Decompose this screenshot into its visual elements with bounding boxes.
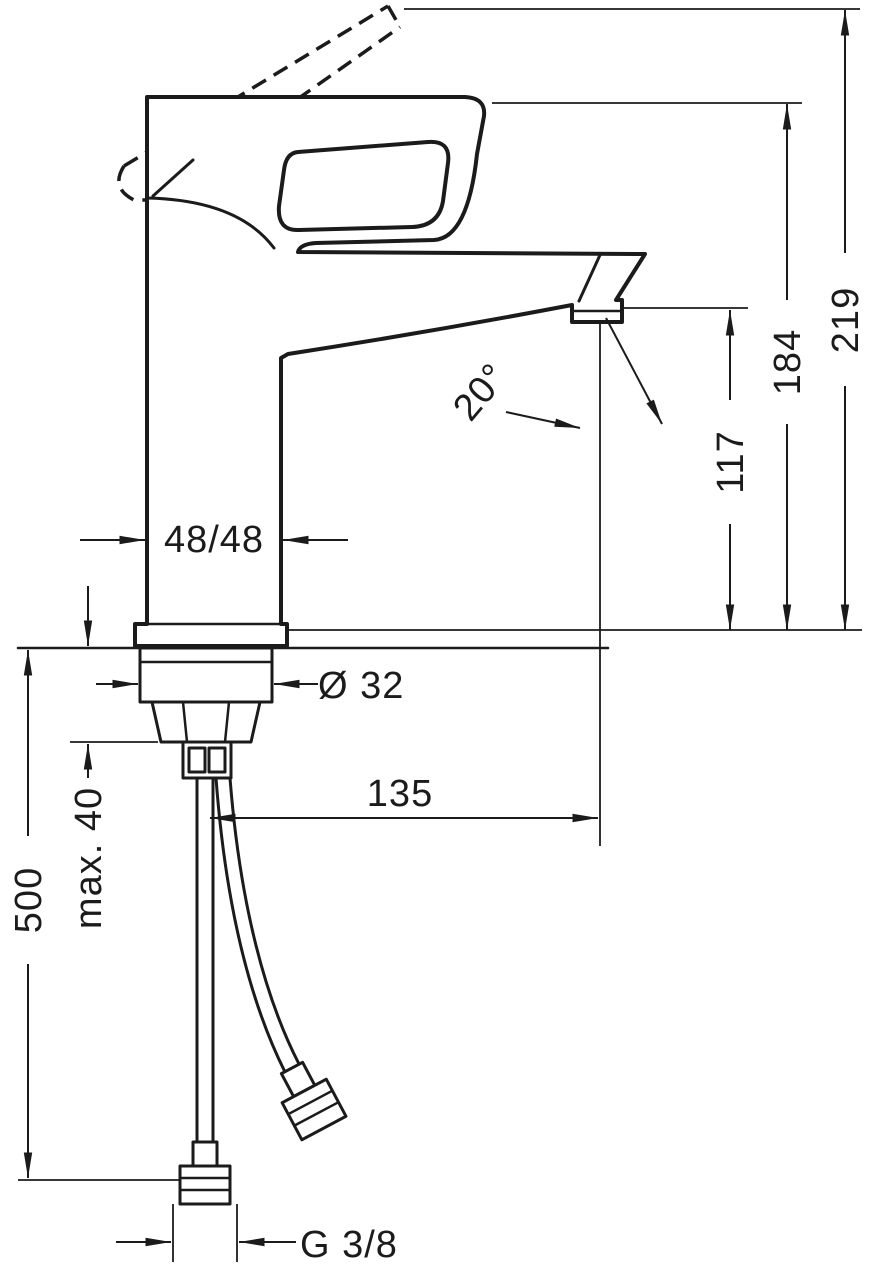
cartridge-dome-line (145, 196, 276, 250)
dim-body-width-label: 48/48 (164, 519, 264, 561)
hose-connection-nut (178, 1164, 232, 1206)
angle-leader-arrow (505, 411, 581, 429)
hose-nut-detail-lines (178, 1176, 232, 1192)
handle-loop-hole (276, 139, 451, 233)
hose-nipple-right (207, 746, 227, 774)
raised-handle-pivot-arc (117, 165, 154, 202)
spray-direction-arrow (605, 317, 663, 425)
dimension-labels: 219 184 117 500 max. 40 48/48 Ø 32 135 2… (8, 287, 867, 1266)
below-counter-assembly (138, 646, 348, 1206)
supply-hose-straight (195, 776, 215, 1144)
spout-tip-inner-line (577, 253, 602, 303)
dim-spout-height-label: 117 (710, 430, 752, 494)
supply-hose-curved (214, 776, 301, 1074)
hose-connector-angled (279, 1060, 348, 1142)
dim-spout-reach-label: 135 (367, 773, 433, 815)
dim-hose-length-label: 500 (8, 867, 50, 933)
dim-handle-height-label: 184 (767, 329, 809, 395)
lever-neck-line (151, 158, 195, 198)
faucet-drawing (133, 95, 647, 648)
raised-handle-end-cap (386, 5, 402, 28)
hose-nipple-left (187, 746, 207, 774)
dim-thread-label: G 3/8 (300, 1224, 398, 1266)
extension-lines (18, 8, 862, 1262)
dimension-lines (23, 10, 850, 1247)
hose-connector-straight (178, 1140, 232, 1206)
hose-nut-detail-lines (286, 1089, 340, 1127)
dim-spray-angle-label: 20° (445, 356, 516, 429)
hose-crimp-sleeve (191, 1140, 219, 1168)
mounting-nut-flats (181, 700, 231, 744)
mounting-shank (138, 646, 274, 704)
dim-hole-diameter-label: Ø 32 (318, 665, 404, 707)
mounting-nut (150, 700, 262, 744)
dim-deck-thickness-label: max. 40 (68, 787, 110, 929)
dim-overall-height-label: 219 (825, 287, 867, 353)
